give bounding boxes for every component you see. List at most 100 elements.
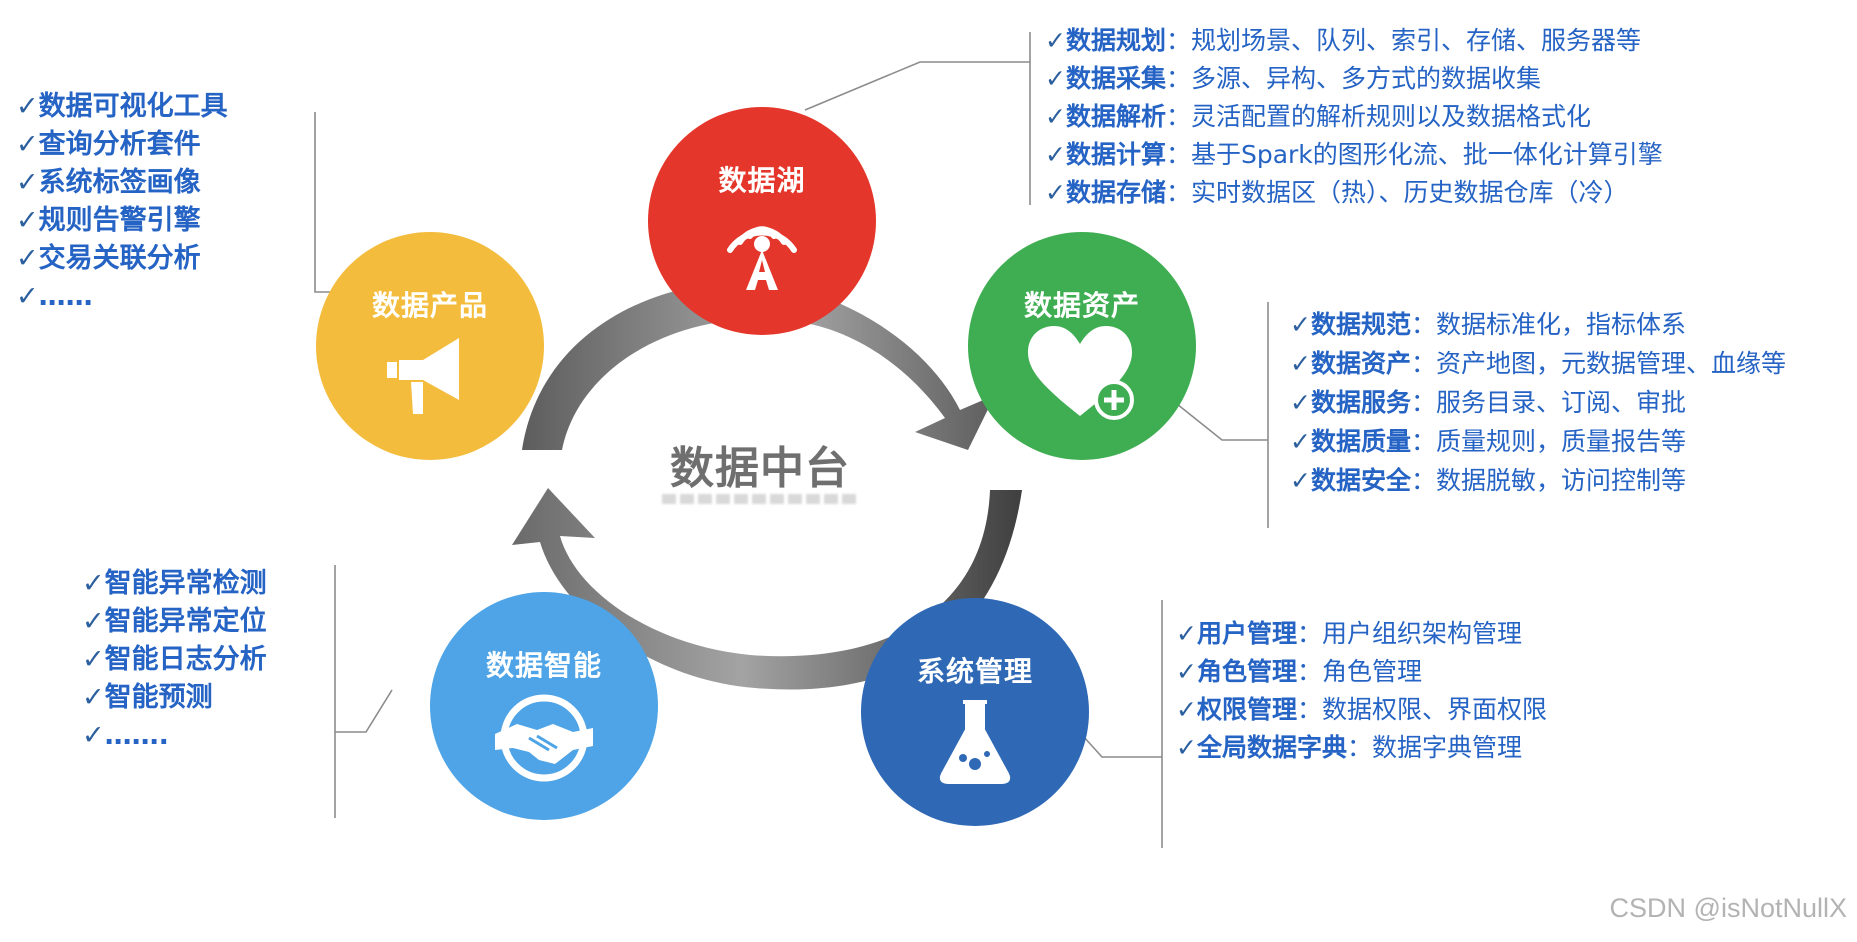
heart-plus-icon xyxy=(1028,326,1134,420)
item-desc: ：用户组织架构管理 xyxy=(1296,619,1522,648)
node-title: 系统管理 xyxy=(916,655,1033,688)
item-key: 数据采集 xyxy=(1065,64,1166,93)
item-text: 查询分析套件 xyxy=(38,129,201,160)
item-desc: ：基于Spark的图形化流、批一体化计算引擎 xyxy=(1165,140,1663,169)
check-icon: ✓ xyxy=(1290,388,1311,417)
item-desc: ：角色管理 xyxy=(1296,657,1422,686)
node-title: 数据资产 xyxy=(1023,289,1140,322)
check-icon: ✓ xyxy=(1290,466,1311,495)
data-product-feature-list: ✓数据可视化工具✓查询分析套件✓系统标签画像✓规则告警引擎✓交易关联分析✓…… xyxy=(16,88,228,316)
item-key: 数据服务 xyxy=(1310,388,1411,417)
list-item: ✓规则告警引擎 xyxy=(16,202,228,240)
check-icon: ✓ xyxy=(1290,310,1311,339)
item-desc: ：服务目录、订阅、审批 xyxy=(1410,388,1686,417)
item-text: 智能异常检测 xyxy=(104,568,267,599)
check-icon: ✓ xyxy=(1290,349,1311,378)
item-key: 数据规划 xyxy=(1065,26,1166,55)
list-item: ✓数据计算：基于Spark的图形化流、批一体化计算引擎 xyxy=(1045,136,1663,174)
item-text: 交易关联分析 xyxy=(38,243,201,274)
list-item: ✓数据安全：数据脱敏，访问控制等 xyxy=(1290,461,1786,500)
node-system-management[interactable]: 系统管理 xyxy=(861,598,1089,826)
item-key: 数据存储 xyxy=(1065,178,1166,207)
item-desc: ：灵活配置的解析规则以及数据格式化 xyxy=(1165,102,1591,131)
item-desc: ：资产地图，元数据管理、血缘等 xyxy=(1410,349,1786,378)
watermark-text: CSDN @isNotNullX xyxy=(1609,893,1847,923)
list-item: ✓……. xyxy=(82,717,267,755)
check-icon: ✓ xyxy=(1045,178,1066,207)
data-intelligence-feature-list: ✓智能异常检测✓智能异常定位✓智能日志分析✓智能预测✓……. xyxy=(82,565,267,755)
list-item: ✓智能异常检测 xyxy=(82,565,267,603)
item-text: 智能日志分析 xyxy=(104,644,267,675)
check-icon: ✓ xyxy=(1176,733,1197,762)
handshake-icon xyxy=(495,694,593,782)
check-icon: ✓ xyxy=(16,129,39,160)
check-icon: ✓ xyxy=(82,568,105,599)
item-desc: ：多源、异构、多方式的数据收集 xyxy=(1165,64,1541,93)
list-item: ✓全局数据字典：数据字典管理 xyxy=(1176,729,1547,767)
list-item: ✓数据资产：资产地图，元数据管理、血缘等 xyxy=(1290,344,1786,383)
item-desc: ：数据字典管理 xyxy=(1346,733,1522,762)
megaphone-icon xyxy=(387,338,459,414)
check-icon: ✓ xyxy=(16,243,39,274)
check-icon: ✓ xyxy=(16,205,39,236)
item-desc: ：实时数据区（热）、历史数据仓库（冷） xyxy=(1165,178,1629,207)
cycle-arrow-top xyxy=(522,281,995,450)
item-key: 数据规范 xyxy=(1310,310,1411,339)
list-item: ✓查询分析套件 xyxy=(16,126,228,164)
list-item: ✓交易关联分析 xyxy=(16,240,228,278)
check-icon: ✓ xyxy=(1290,427,1311,456)
item-text: …… xyxy=(38,281,93,312)
check-icon: ✓ xyxy=(82,720,105,751)
check-icon: ✓ xyxy=(82,606,105,637)
node-data-asset[interactable]: 数据资产 xyxy=(968,232,1196,460)
list-item: ✓智能日志分析 xyxy=(82,641,267,679)
list-item: ✓数据规范：数据标准化，指标体系 xyxy=(1290,305,1786,344)
list-item: ✓数据可视化工具 xyxy=(16,88,228,126)
node-data-intelligence[interactable]: 数据智能 xyxy=(430,592,658,820)
item-key: 全局数据字典 xyxy=(1196,733,1347,762)
item-key: 角色管理 xyxy=(1196,657,1297,686)
item-key: 权限管理 xyxy=(1196,695,1297,724)
check-icon: ✓ xyxy=(1176,657,1197,686)
item-desc: ：数据权限、界面权限 xyxy=(1296,695,1547,724)
list-item: ✓角色管理：角色管理 xyxy=(1176,653,1547,691)
item-key: 数据计算 xyxy=(1065,140,1166,169)
list-item: ✓数据质量：质量规则，质量报告等 xyxy=(1290,422,1786,461)
item-key: 数据资产 xyxy=(1310,349,1411,378)
check-icon: ✓ xyxy=(16,91,39,122)
check-icon: ✓ xyxy=(1176,619,1197,648)
node-data-product[interactable]: 数据产品 xyxy=(316,232,544,460)
item-desc: ：数据脱敏，访问控制等 xyxy=(1410,466,1686,495)
check-icon: ✓ xyxy=(1176,695,1197,724)
item-text: ……. xyxy=(104,720,169,751)
data-asset-feature-list: ✓数据规范：数据标准化，指标体系✓数据资产：资产地图，元数据管理、血缘等✓数据服… xyxy=(1290,305,1786,500)
item-key: 数据质量 xyxy=(1310,427,1411,456)
check-icon: ✓ xyxy=(16,281,39,312)
list-item: ✓数据存储：实时数据区（热）、历史数据仓库（冷） xyxy=(1045,174,1663,212)
list-item: ✓权限管理：数据权限、界面权限 xyxy=(1176,691,1547,729)
list-item: ✓智能预测 xyxy=(82,679,267,717)
center-title: 数据中台 xyxy=(670,443,850,494)
item-key: 数据安全 xyxy=(1310,466,1411,495)
node-data-lake[interactable]: 数据湖 xyxy=(648,107,876,335)
item-text: 数据可视化工具 xyxy=(38,91,228,122)
data-lake-feature-list: ✓数据规划：规划场景、队列、索引、存储、服务器等✓数据采集：多源、异构、多方式的… xyxy=(1045,22,1663,212)
list-item: ✓系统标签画像 xyxy=(16,164,228,202)
item-text: 智能预测 xyxy=(104,682,213,713)
connector-lake-diag xyxy=(804,61,1030,111)
list-item: ✓智能异常定位 xyxy=(82,603,267,641)
list-item: ✓数据采集：多源、异构、多方式的数据收集 xyxy=(1045,60,1663,98)
list-item: ✓数据服务：服务目录、订阅、审批 xyxy=(1290,383,1786,422)
flask-icon xyxy=(939,700,1011,784)
item-text: 智能异常定位 xyxy=(104,606,267,637)
item-key: 数据解析 xyxy=(1065,102,1166,131)
antenna-tower-icon xyxy=(727,226,797,290)
center-subtitle-blur xyxy=(662,494,858,504)
system-management-feature-list: ✓用户管理：用户组织架构管理✓角色管理：角色管理✓权限管理：数据权限、界面权限✓… xyxy=(1176,615,1547,767)
check-icon: ✓ xyxy=(1045,140,1066,169)
check-icon: ✓ xyxy=(1045,26,1066,55)
item-key: 用户管理 xyxy=(1196,619,1297,648)
list-item: ✓数据规划：规划场景、队列、索引、存储、服务器等 xyxy=(1045,22,1663,60)
item-desc: ：数据标准化，指标体系 xyxy=(1410,310,1686,339)
connector-ai-diag xyxy=(335,689,393,733)
